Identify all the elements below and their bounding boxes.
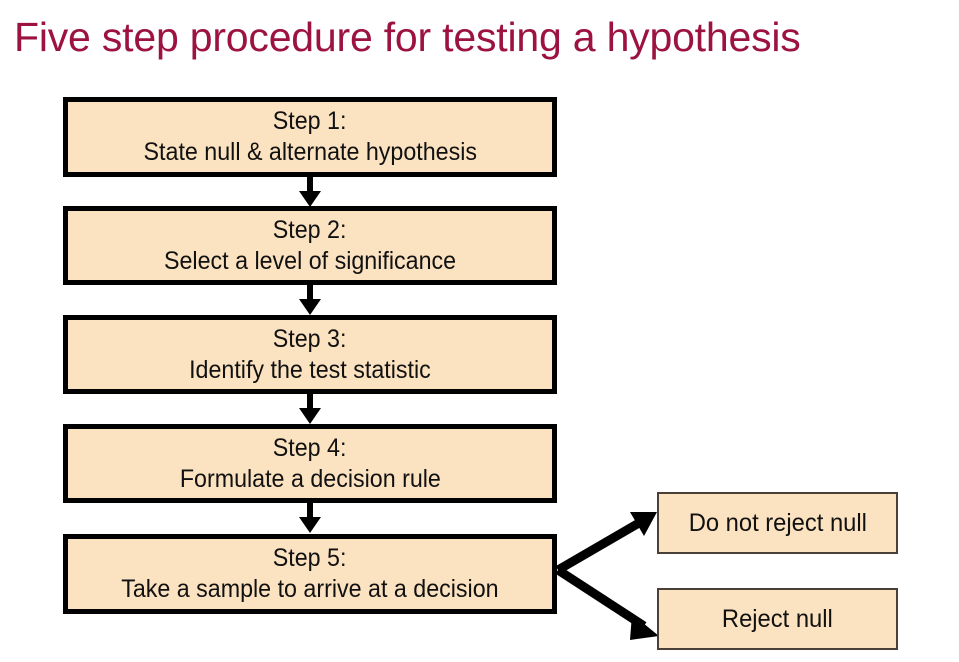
outcome-box-reject-null: Reject null bbox=[657, 588, 898, 650]
outcome-do-not-reject-label: Do not reject null bbox=[688, 509, 867, 537]
page-title: Five step procedure for testing a hypoth… bbox=[14, 14, 801, 60]
arrow-step2-to-step3-icon bbox=[298, 284, 322, 316]
step-box-3: Step 3: Identify the test statistic bbox=[63, 315, 557, 394]
outcome-box-do-not-reject-null: Do not reject null bbox=[657, 492, 898, 554]
step-2-heading: Step 2: bbox=[273, 215, 347, 244]
outcome-reject-label: Reject null bbox=[722, 605, 833, 633]
step-box-5: Step 5: Take a sample to arrive at a dec… bbox=[63, 534, 557, 614]
step-3-heading: Step 3: bbox=[273, 324, 347, 353]
arrow-step4-to-step5-icon bbox=[298, 502, 322, 534]
branch-upper-arrow-icon bbox=[555, 512, 657, 574]
arrow-step1-to-step2-icon bbox=[298, 176, 322, 208]
arrow-step3-to-step4-icon bbox=[298, 393, 322, 425]
step-4-heading: Step 4: bbox=[273, 433, 347, 462]
step-box-4: Step 4: Formulate a decision rule bbox=[63, 424, 557, 503]
step-2-description: Select a level of significance bbox=[163, 246, 457, 275]
branch-arrows-group bbox=[552, 486, 672, 656]
step-box-2: Step 2: Select a level of significance bbox=[63, 206, 557, 285]
branch-lower-arrow-icon bbox=[555, 566, 659, 640]
step-box-1: Step 1: State null & alternate hypothesi… bbox=[63, 97, 557, 177]
step-4-description: Formulate a decision rule bbox=[179, 464, 441, 493]
step-1-description: State null & alternate hypothesis bbox=[143, 138, 477, 166]
step-5-heading: Step 5: bbox=[273, 544, 347, 572]
step-1-heading: Step 1: bbox=[273, 107, 347, 135]
step-3-description: Identify the test statistic bbox=[189, 355, 431, 384]
step-5-description: Take a sample to arrive at a decision bbox=[121, 575, 499, 603]
